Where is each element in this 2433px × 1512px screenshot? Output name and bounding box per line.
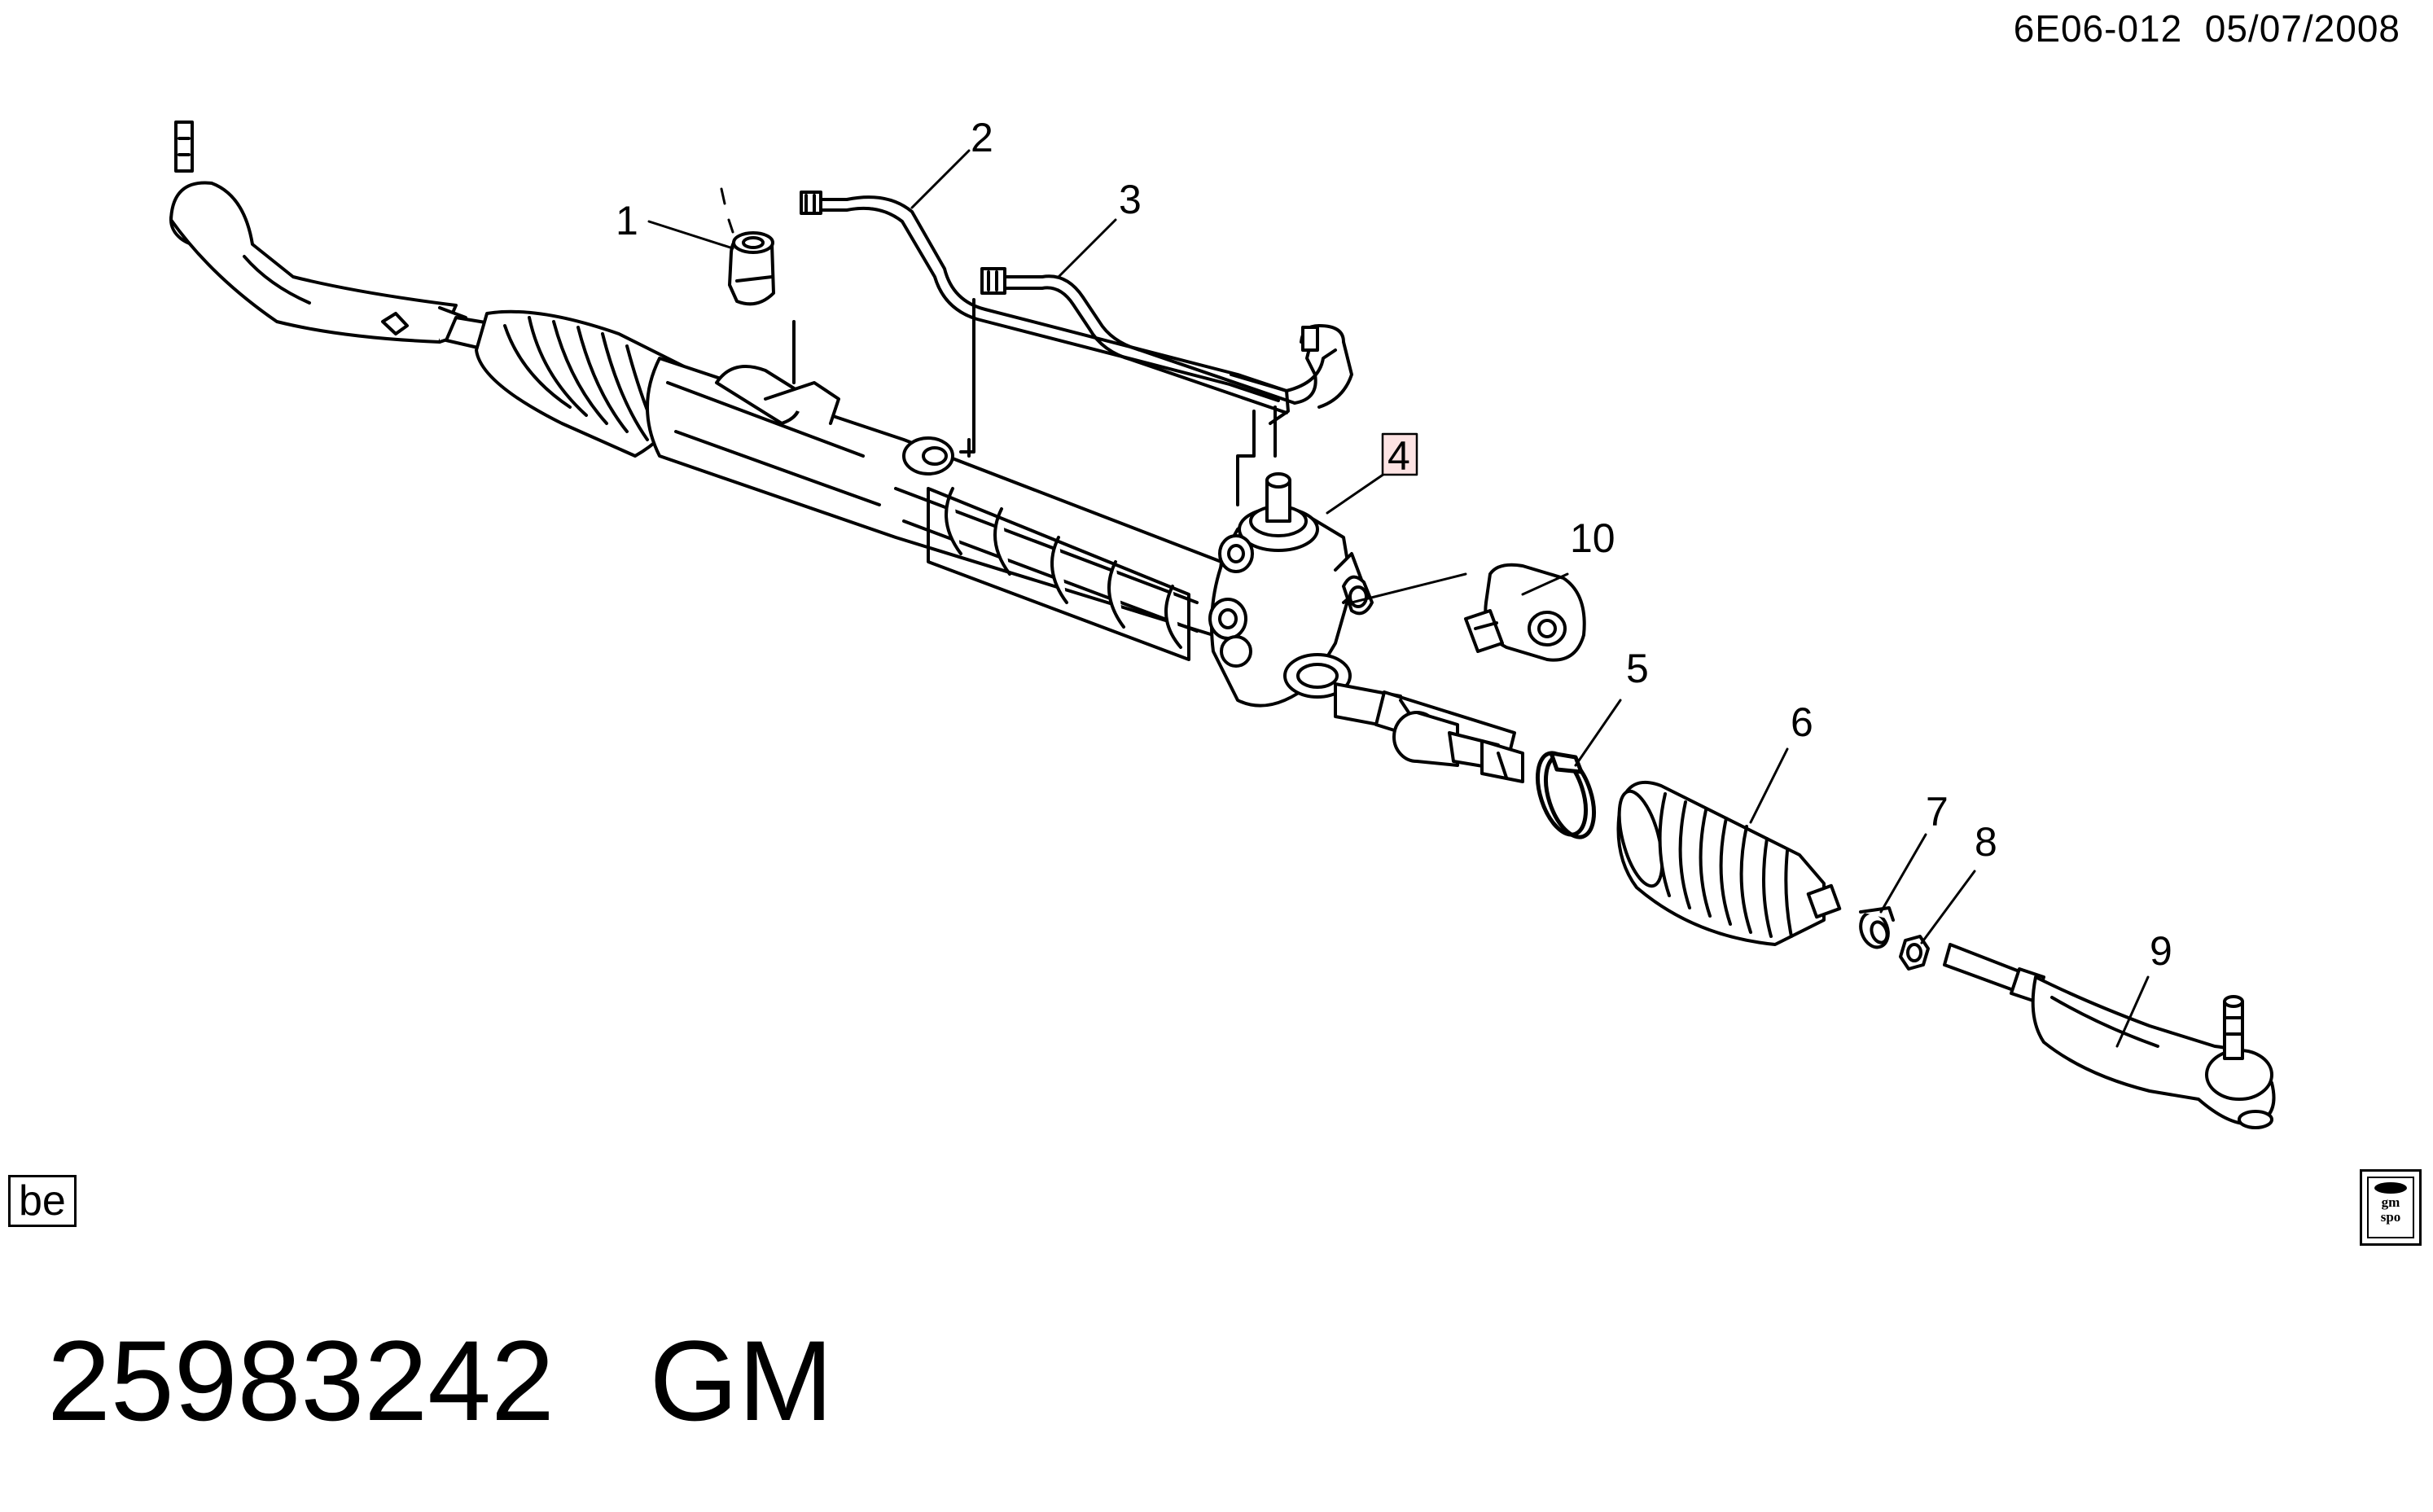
manufacturer: GM [649,1317,834,1444]
callout-5: 5 [1626,646,1649,691]
bushing-part-1 [720,187,775,306]
callout-4-highlight [1381,432,1418,476]
callout-9: 9 [2150,928,2172,974]
gm-spo-logo: gm spo [2360,1169,2422,1246]
outer-tie-rod-end-part-9 [1943,943,2276,1129]
spo-logo-text: spo [2380,1209,2401,1225]
boot-part-6 [1616,781,1842,946]
gm-logo-oval [2374,1182,2407,1194]
callout-labels: 1 2 3 4 10 5 6 7 8 9 [616,115,2172,974]
leader-lines [647,149,2150,1048]
nut-part-8 [1899,935,1930,971]
part-number: 25983242 [47,1317,555,1444]
left-outer-tie-rod-end [169,121,467,344]
clip-part-7 [1859,906,1895,949]
left-boot [445,309,687,458]
diagram-ref-code: 6E06-012 [2013,7,2183,50]
callout-10: 10 [1570,515,1615,561]
callout-4: 4 [1387,433,1410,479]
diagram-reference: 6E06-012 05/07/2008 [2014,7,2400,50]
callout-3: 3 [1119,177,1142,222]
inner-tie-rod [1334,682,1524,783]
callout-7: 7 [1926,789,1949,835]
part-number-footer: 25983242 GM [47,1315,833,1447]
callout-8: 8 [1975,819,1997,865]
pinion-valve-housing [1208,472,1366,708]
clamp-part-5 [1536,751,1596,839]
rack-housing [646,320,1223,661]
gm-logo-text: gm [2381,1194,2400,1210]
cover-part-10 [1342,563,1586,662]
callout-2: 2 [971,115,993,160]
pipe-part-3 [959,267,1353,506]
callout-6: 6 [1791,699,1813,745]
diagram-date: 05/07/2008 [2204,7,2400,50]
callout-1: 1 [616,198,638,243]
be-badge: be [8,1175,77,1227]
